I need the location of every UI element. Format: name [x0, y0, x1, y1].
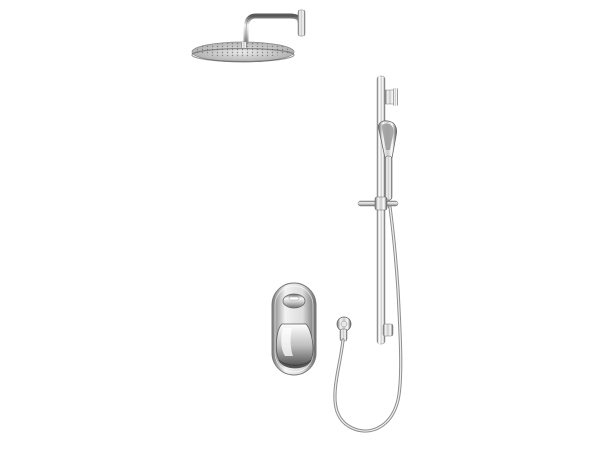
- shower-arm: [243, 9, 306, 49]
- mixer-lever: [276, 323, 314, 369]
- rain-shower-head: [191, 41, 295, 63]
- hand-shower-spray-face: [381, 123, 394, 150]
- wall-outlet: [336, 316, 352, 342]
- wall-flange: [297, 9, 306, 37]
- rail-bottom-bracket: [382, 323, 394, 337]
- shower-hose: [333, 205, 403, 433]
- hand-shower-handle: [384, 155, 393, 201]
- slide-bracket: [357, 196, 399, 211]
- diverter-knob: [282, 293, 306, 309]
